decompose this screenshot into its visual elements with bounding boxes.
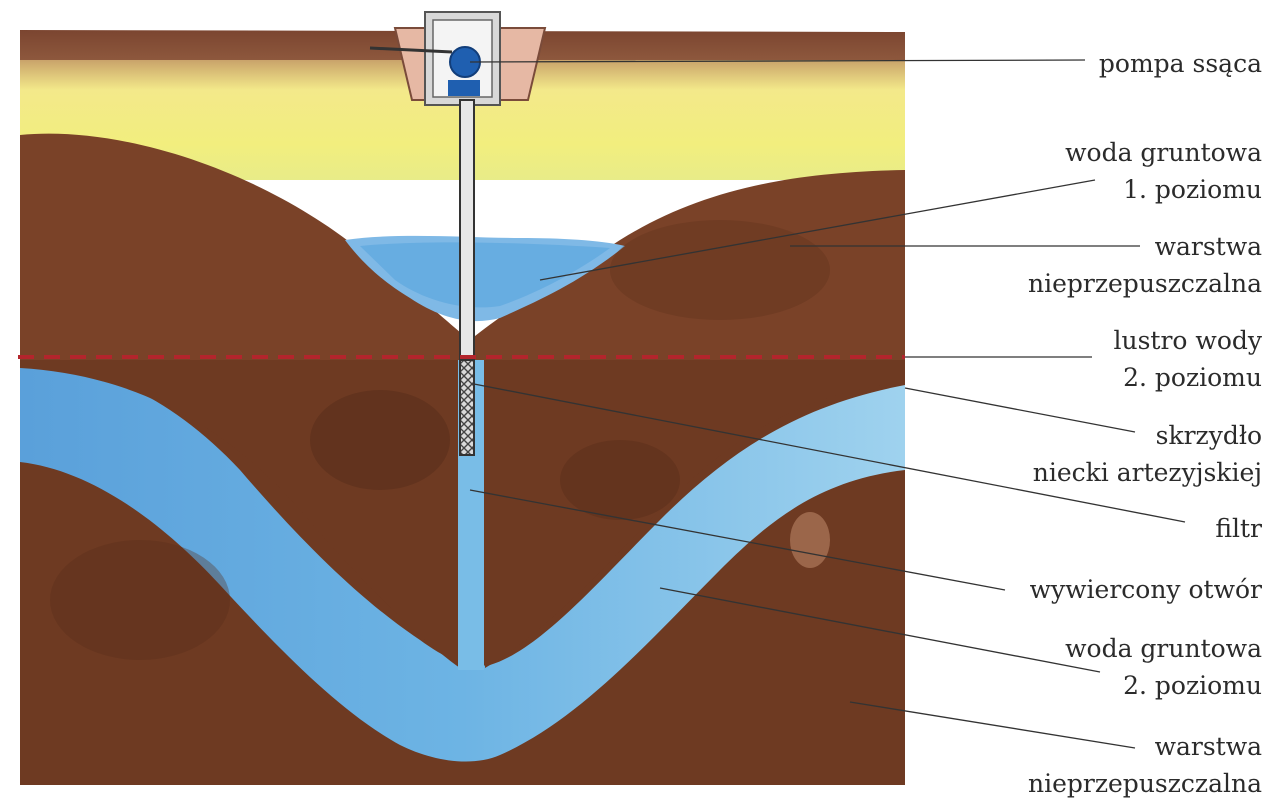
soil-texture bbox=[610, 220, 830, 320]
leader-borehole bbox=[469, 489, 1006, 591]
leader-basin-wing bbox=[904, 387, 1136, 433]
label-groundwater-level-1: woda gruntowa 1. poziomu bbox=[1065, 138, 1262, 204]
groundwater-level-1-highlight bbox=[360, 242, 610, 308]
label-borehole: wywiercony otwór bbox=[1029, 575, 1262, 604]
pump-outlet-pipe bbox=[369, 46, 453, 54]
soil-texture bbox=[790, 512, 830, 568]
label-filter: filtr bbox=[1215, 514, 1262, 543]
leader-pump bbox=[469, 59, 1086, 63]
label-impermeable-top: warstwa nieprzepuszczalna bbox=[1028, 232, 1262, 298]
well-pipe bbox=[459, 99, 475, 361]
inner-soil-wedge-right bbox=[485, 360, 905, 668]
leader-groundwater-1 bbox=[539, 179, 1096, 281]
leader-filter bbox=[473, 383, 1186, 523]
soil-texture bbox=[50, 540, 230, 660]
label-impermeable-bottom: warstwa nieprzepuszczalna bbox=[1028, 732, 1262, 798]
label-basin-wing: skrzydło niecki artezyjskiej bbox=[1032, 421, 1262, 487]
label-groundwater-level-2: woda gruntowa 2. poziomu bbox=[1065, 634, 1262, 700]
aquifer-band bbox=[20, 364, 905, 762]
inner-soil-wedge-left bbox=[20, 360, 460, 668]
pump-base bbox=[448, 80, 480, 96]
label-water-table: lustro wody 2. poziomu bbox=[1113, 326, 1263, 392]
leader-impermeable-bottom bbox=[849, 701, 1136, 749]
soil-texture bbox=[310, 390, 450, 490]
upper-impermeable-layer bbox=[20, 133, 905, 400]
soil-texture bbox=[560, 440, 680, 520]
well-filter bbox=[459, 359, 475, 456]
label-pump: pompa ssąca bbox=[1098, 49, 1262, 78]
leader-groundwater-2 bbox=[659, 587, 1101, 673]
